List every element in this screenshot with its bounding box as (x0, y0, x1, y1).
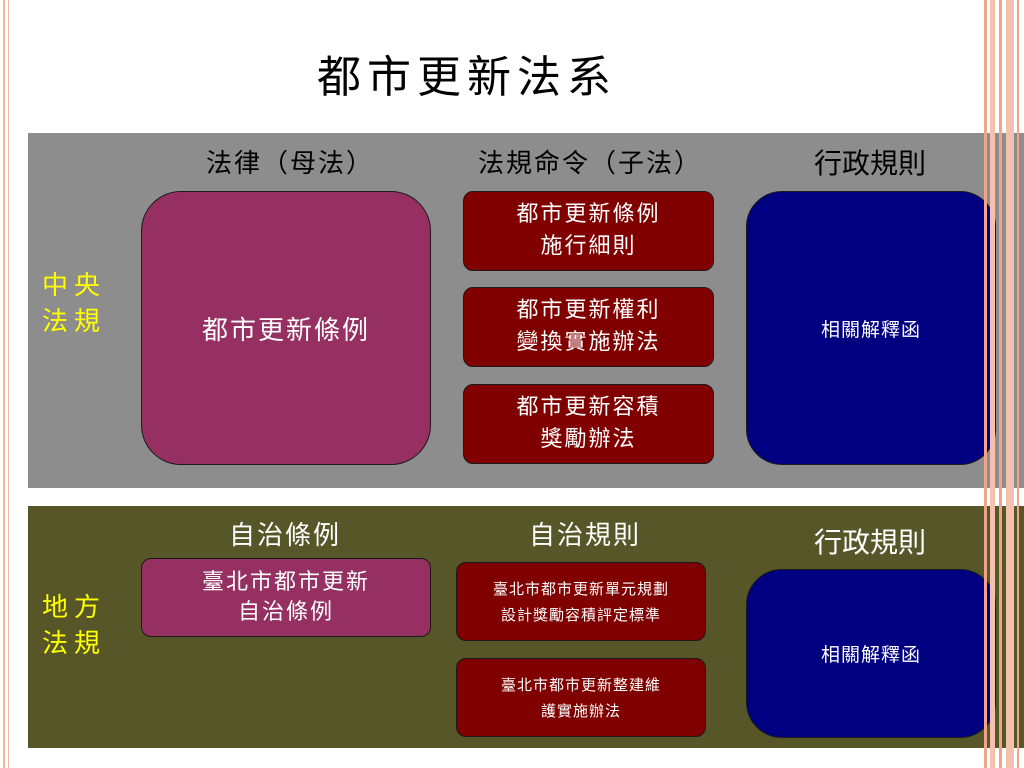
slide-title: 都市更新法系 (317, 52, 617, 103)
central-admin-text: 相關解釋函 (820, 318, 921, 341)
local-admin-header: 行政規則 (813, 526, 926, 559)
central-label-line2: 法規 (42, 307, 107, 337)
local-label-line2: 法規 (42, 629, 107, 659)
frame-left-line-2 (8, 0, 9, 768)
frame-right-line-3 (999, 0, 1002, 768)
central-law-header: 法律（母法） (205, 149, 374, 179)
local-regulation-header: 自治規則 (528, 521, 641, 551)
central-regulation-box-3: 都市更新容積 獎勵辦法 (463, 384, 714, 464)
central-label-line1: 中央 (42, 271, 107, 301)
local-admin-text: 相關解釋函 (820, 644, 921, 666)
central-side-label: 中央 法規 (42, 268, 106, 340)
local-regulation-box-1: 臺北市都市更新單元規劃 設計獎勵容積評定標準 (456, 562, 706, 641)
central-law-box: 都市更新條例 (141, 191, 431, 465)
local-admin-box: 相關解釋函 (746, 569, 996, 738)
central-law-text: 都市更新條例 (201, 315, 370, 346)
local-regulation-text-2: 臺北市都市更新整建維 護實施辦法 (500, 675, 661, 720)
frame-right-line-1 (984, 0, 987, 768)
central-admin-box: 相關解釋函 (746, 191, 996, 465)
central-regulation-header: 法規命令（子法） (477, 149, 702, 179)
frame-right-line-4 (1006, 0, 1014, 768)
central-regulation-box-1: 都市更新條例 施行細則 (463, 191, 714, 271)
central-regulation-box-2: 都市更新權利 變換實施辦法 (463, 287, 714, 367)
frame-left-line-1 (3, 0, 5, 768)
frame-right-line-2 (990, 0, 995, 768)
local-regulation-box-2: 臺北市都市更新整建維 護實施辦法 (456, 658, 706, 737)
local-label-line1: 地方 (42, 593, 107, 623)
local-law-text: 臺北市都市更新 自治條例 (201, 569, 370, 625)
central-regulation-text-1: 都市更新條例 施行細則 (516, 202, 661, 259)
local-law-box: 臺北市都市更新 自治條例 (141, 558, 431, 637)
local-regulation-text-1: 臺北市都市更新單元規劃 設計獎勵容積評定標準 (492, 579, 669, 624)
central-regulation-text-2: 都市更新權利 變換實施辦法 (516, 298, 661, 355)
central-admin-header: 行政規則 (813, 147, 926, 180)
central-regulation-text-3: 都市更新容積 獎勵辦法 (516, 395, 661, 452)
frame-right-line-5 (1017, 0, 1019, 768)
local-law-header: 自治條例 (228, 521, 341, 551)
local-side-label: 地方 法規 (42, 590, 106, 662)
